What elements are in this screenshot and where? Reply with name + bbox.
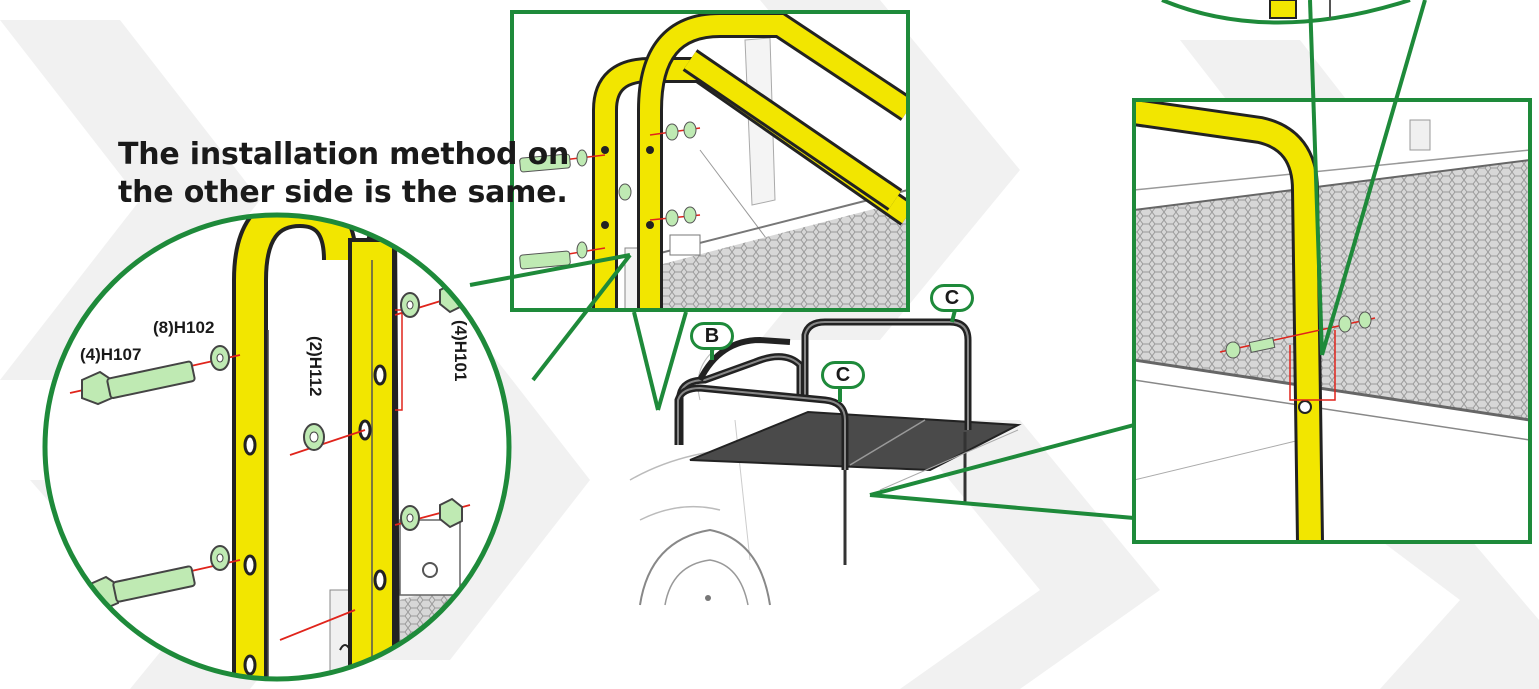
caption-line-2: the other side is the same. — [118, 175, 568, 210]
part-label-h102: (8)H102 — [153, 318, 215, 337]
installation-caption: The installation method on the other sid… — [118, 136, 570, 212]
part-label-h101: (4)H101 — [451, 320, 470, 382]
cart-overview — [629, 318, 1022, 606]
callout-b: B — [690, 322, 734, 350]
caption-line-1: The installation method on — [118, 137, 570, 172]
detail-circle-top-right-partial — [1161, 0, 1411, 25]
detail-box-top — [510, 10, 910, 312]
part-label-h112: (2)H112 — [306, 336, 325, 397]
callout-c-top: C — [930, 284, 974, 312]
callout-c-mid: C — [821, 361, 865, 389]
part-label-h107: (4)H107 — [80, 345, 142, 364]
